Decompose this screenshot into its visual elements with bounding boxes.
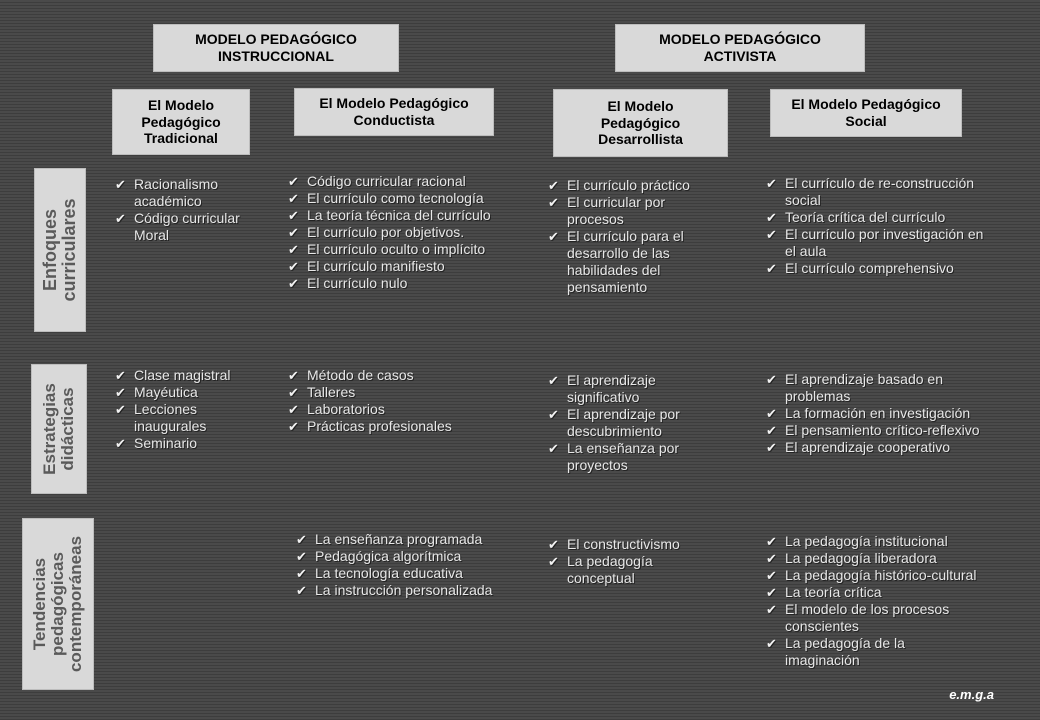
submodel-desarrollista-line3: Desarrollista [598,131,683,148]
row-label-estrategias: Estrategias didácticas [31,364,87,494]
list-item: Lecciones inaugurales [115,401,265,435]
row-label-enfoques-line1: Enfoques [40,209,61,292]
submodel-tradicional-line1: El Modelo [147,96,215,113]
list-item: La pedagogía de la imaginación [766,635,981,669]
list-item: El aprendizaje significativo [548,372,723,406]
list-item: La pedagogía histórico-cultural [766,567,981,584]
submodel-tradicional-line3: Tradicional [144,130,218,147]
enfoques-social-list: El currículo de re-construcción social T… [766,175,996,277]
list-item: Laboratorios [288,401,538,418]
tendencias-social-list: La pedagogía institucional La pedagogía … [766,533,981,669]
model-instruccional-line2: INSTRUCCIONAL [218,48,334,64]
submodel-social-line2: Social [845,113,887,129]
list-item: Mayéutica [115,384,265,401]
tendencias-desarrollista-list: El constructivismo La pedagogía conceptu… [548,536,723,587]
list-item: Código curricular Moral [115,210,265,244]
estrategias-social-list: El aprendizaje basado en problemas La fo… [766,371,996,456]
list-item: Racionalismo académico [115,176,265,210]
list-item: La pedagogía liberadora [766,550,981,567]
list-item: El currículo de re-construcción social [766,175,996,209]
model-instruccional-line1: MODELO PEDAGÓGICO [195,31,357,48]
author-signature: e.m.g.a [949,687,994,702]
submodel-social-box: El Modelo Pedagógico Social [770,89,962,137]
list-item: La pedagogía institucional [766,533,981,550]
estrategias-conductista-list: Método de casos Talleres Laboratorios Pr… [288,367,538,435]
submodel-tradicional-box: El Modelo Pedagógico Tradicional [112,89,250,155]
list-item: La enseñanza por proyectos [548,440,723,474]
model-activista-line1: MODELO PEDAGÓGICO [659,31,821,48]
list-item: Teoría crítica del currículo [766,209,996,226]
submodel-desarrollista-line1: El Modelo [607,97,674,114]
list-item: La pedagogía conceptual [548,553,723,587]
row-label-tendencias-line1: Tendencias [30,557,50,651]
list-item: El currículo oculto o implícito [288,241,538,258]
estrategias-tradicional-list: Clase magistral Mayéutica Lecciones inau… [115,367,265,452]
list-item: El curricular por procesos [548,194,723,228]
submodel-conductista-line2: Conductista [353,112,435,128]
row-label-tendencias: Tendencias pedagógicas contemporáneas [22,518,94,690]
list-item: La teoría crítica [766,584,981,601]
list-item: El aprendizaje cooperativo [766,439,996,456]
submodel-conductista-line1: El Modelo Pedagógico [319,95,469,112]
submodel-desarrollista-box: El Modelo Pedagógico Desarrollista [553,89,728,157]
list-item: El currículo por investigación en el aul… [766,226,996,260]
submodel-tradicional-line2: Pedagógico [141,113,221,130]
submodel-social-line1: El Modelo Pedagógico [791,96,941,113]
list-item: La enseñanza programada [296,531,541,548]
list-item: Prácticas profesionales [288,418,538,435]
list-item: El aprendizaje basado en problemas [766,371,996,405]
list-item: La instrucción personalizada [296,582,541,599]
estrategias-desarrollista-list: El aprendizaje significativo El aprendiz… [548,372,723,474]
list-item: Talleres [288,384,538,401]
submodel-conductista-box: El Modelo Pedagógico Conductista [294,88,494,136]
list-item: Seminario [115,435,265,452]
list-item: El currículo nulo [288,275,538,292]
list-item: La tecnología educativa [296,565,541,582]
list-item: Pedagógica algorítmica [296,548,541,565]
row-label-enfoques: Enfoques curriculares [34,168,86,332]
list-item: El constructivismo [548,536,723,553]
list-item: Clase magistral [115,367,265,384]
list-item: El currículo práctico [548,177,723,194]
enfoques-tradicional-list: Racionalismo académico Código curricular… [115,176,265,244]
list-item: El currículo comprehensivo [766,260,996,277]
tendencias-conductista-list: La enseñanza programada Pedagógica algor… [296,531,541,599]
row-label-tendencias-line2: pedagógicas [48,552,68,656]
row-label-enfoques-line2: curriculares [59,198,79,302]
list-item: El currículo por objetivos. [288,224,538,241]
list-item: El currículo para el desarrollo de las h… [548,228,723,296]
row-label-estrategias-line2: didácticas [58,387,77,471]
list-item: El modelo de los procesos conscientes [766,601,981,635]
enfoques-desarrollista-list: El currículo práctico El curricular por … [548,177,723,296]
row-label-estrategias-line1: Estrategias [40,383,60,475]
list-item: El aprendizaje por descubrimiento [548,406,723,440]
list-item: Código curricular racional [288,173,538,190]
list-item: El pensamiento crítico-reflexivo [766,422,996,439]
submodel-desarrollista-line2: Pedagógico [600,114,681,131]
list-item: La teoría técnica del currículo [288,207,538,224]
model-activista-box: MODELO PEDAGÓGICO ACTIVISTA [615,24,865,72]
model-instruccional-box: MODELO PEDAGÓGICO INSTRUCCIONAL [153,24,399,72]
list-item: El currículo manifiesto [288,258,538,275]
list-item: El currículo como tecnología [288,190,538,207]
list-item: La formación en investigación [766,405,996,422]
enfoques-conductista-list: Código curricular racional El currículo … [288,173,538,292]
model-activista-line2: ACTIVISTA [703,48,777,64]
list-item: Método de casos [288,367,538,384]
row-label-tendencias-line3: contemporáneas [65,535,85,673]
